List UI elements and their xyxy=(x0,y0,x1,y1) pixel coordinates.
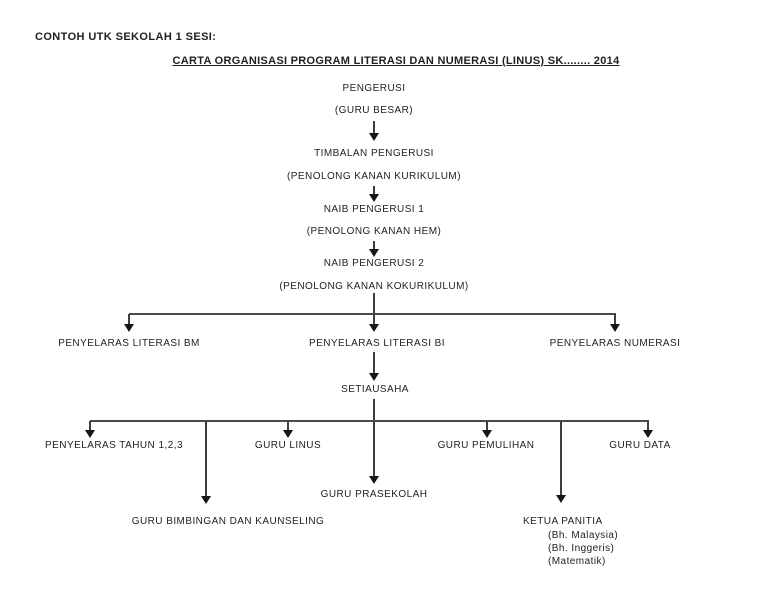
node-naib2-subtitle: (PENOLONG KANAN KOKURIKULUM) xyxy=(279,281,469,292)
arrow-to-penyelaras-numerasi xyxy=(614,314,616,324)
arrow-to-guru-bimbingan xyxy=(205,421,207,496)
arrow-naib1-to-naib2 xyxy=(373,241,375,249)
node-guru-prasekolah: GURU PRASEKOLAH xyxy=(320,489,428,500)
connector-setiausaha-stub xyxy=(373,399,375,420)
node-ketua-panitia-title: KETUA PANITIA xyxy=(523,516,603,527)
node-penyelaras-bi: PENYELARAS LITERASI BI xyxy=(308,338,446,349)
chart-title: CARTA ORGANISASI PROGRAM LITERASI DAN NU… xyxy=(172,55,620,67)
node-naib1-subtitle: (PENOLONG KANAN HEM) xyxy=(306,226,442,237)
node-guru-pemulihan: GURU PEMULIHAN xyxy=(437,440,535,451)
arrow-timbalan-to-naib1 xyxy=(373,186,375,194)
arrow-to-guru-pemulihan xyxy=(486,421,488,430)
arrow-pengerusi-to-timbalan xyxy=(373,121,375,133)
node-setiausaha: SETIAUSAHA xyxy=(341,384,409,395)
arrow-to-penyelaras-tahun xyxy=(89,421,91,430)
node-naib1-title: NAIB PENGERUSI 1 xyxy=(323,204,425,215)
node-pengerusi-subtitle: (GURU BESAR) xyxy=(334,105,414,116)
node-guru-linus: GURU LINUS xyxy=(254,440,322,451)
node-timbalan-title: TIMBALAN PENGERUSI xyxy=(314,148,434,159)
node-guru-bimbingan: GURU BIMBINGAN DAN KAUNSELING xyxy=(131,516,325,527)
node-naib2-title: NAIB PENGERUSI 2 xyxy=(323,258,425,269)
arrow-to-guru-linus xyxy=(287,421,289,430)
arrow-to-guru-data xyxy=(647,421,649,430)
node-penyelaras-numerasi: PENYELARAS NUMERASI xyxy=(549,338,681,349)
connector-naib2-stub xyxy=(373,293,375,314)
node-guru-data: GURU DATA xyxy=(609,440,671,451)
node-panitia-item-inggeris: (Bh. Inggeris) xyxy=(548,543,615,554)
arrow-to-guru-prasekolah xyxy=(373,421,375,476)
node-penyelaras-bm: PENYELARAS LITERASI BM xyxy=(58,338,200,349)
arrow-to-penyelaras-bi xyxy=(373,314,375,324)
arrow-to-penyelaras-bm xyxy=(128,314,130,324)
node-penyelaras-tahun: PENYELARAS TAHUN 1,2,3 xyxy=(45,440,183,451)
node-panitia-item-malaysia: (Bh. Malaysia) xyxy=(548,530,619,541)
node-timbalan-subtitle: (PENOLONG KANAN KURIKULUM) xyxy=(287,171,461,182)
node-pengerusi-title: PENGERUSI xyxy=(342,83,406,94)
connector-committee-line xyxy=(90,420,649,422)
arrow-bi-to-setiausaha xyxy=(373,352,375,373)
node-panitia-item-matematik: (Matematik) xyxy=(548,556,606,567)
page-note: CONTOH UTK SEKOLAH 1 SESI: xyxy=(35,31,217,43)
arrow-to-ketua-panitia xyxy=(560,421,562,495)
